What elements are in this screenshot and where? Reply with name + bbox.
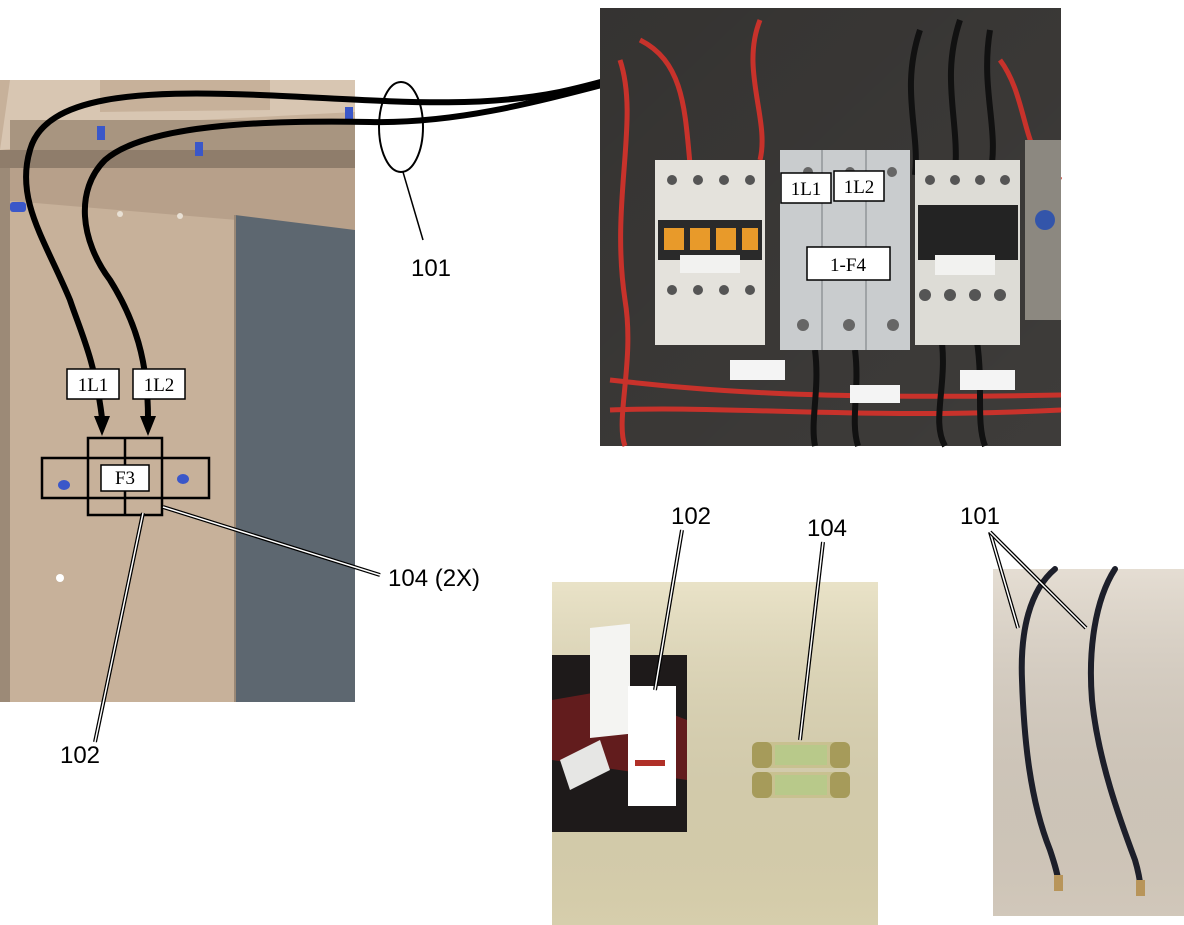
callout-102-photo: 102 [671,503,711,530]
left-wire-label-1l1: 1L1 [78,375,109,396]
cable-photo [993,569,1184,916]
electrical-panel-photo [600,8,1061,446]
callout-101-photo: 101 [960,503,1000,530]
fuse-f3-label: F3 [115,468,135,489]
panel-fuse-label-1f4: 1-F4 [830,255,866,276]
callout-104-left: 104 (2X) [388,565,480,592]
fuse-parts-photo [552,582,878,925]
left-wire-label-1l2: 1L2 [144,375,175,396]
callout-101-top: 101 [411,255,451,282]
panel-wire-label-1l2: 1L2 [844,177,875,198]
panel-wire-label-1l1: 1L1 [791,179,822,200]
callout-104-photo: 104 [807,515,847,542]
callout-102-left: 102 [60,742,100,769]
cable-bundle-ellipse [379,82,423,172]
